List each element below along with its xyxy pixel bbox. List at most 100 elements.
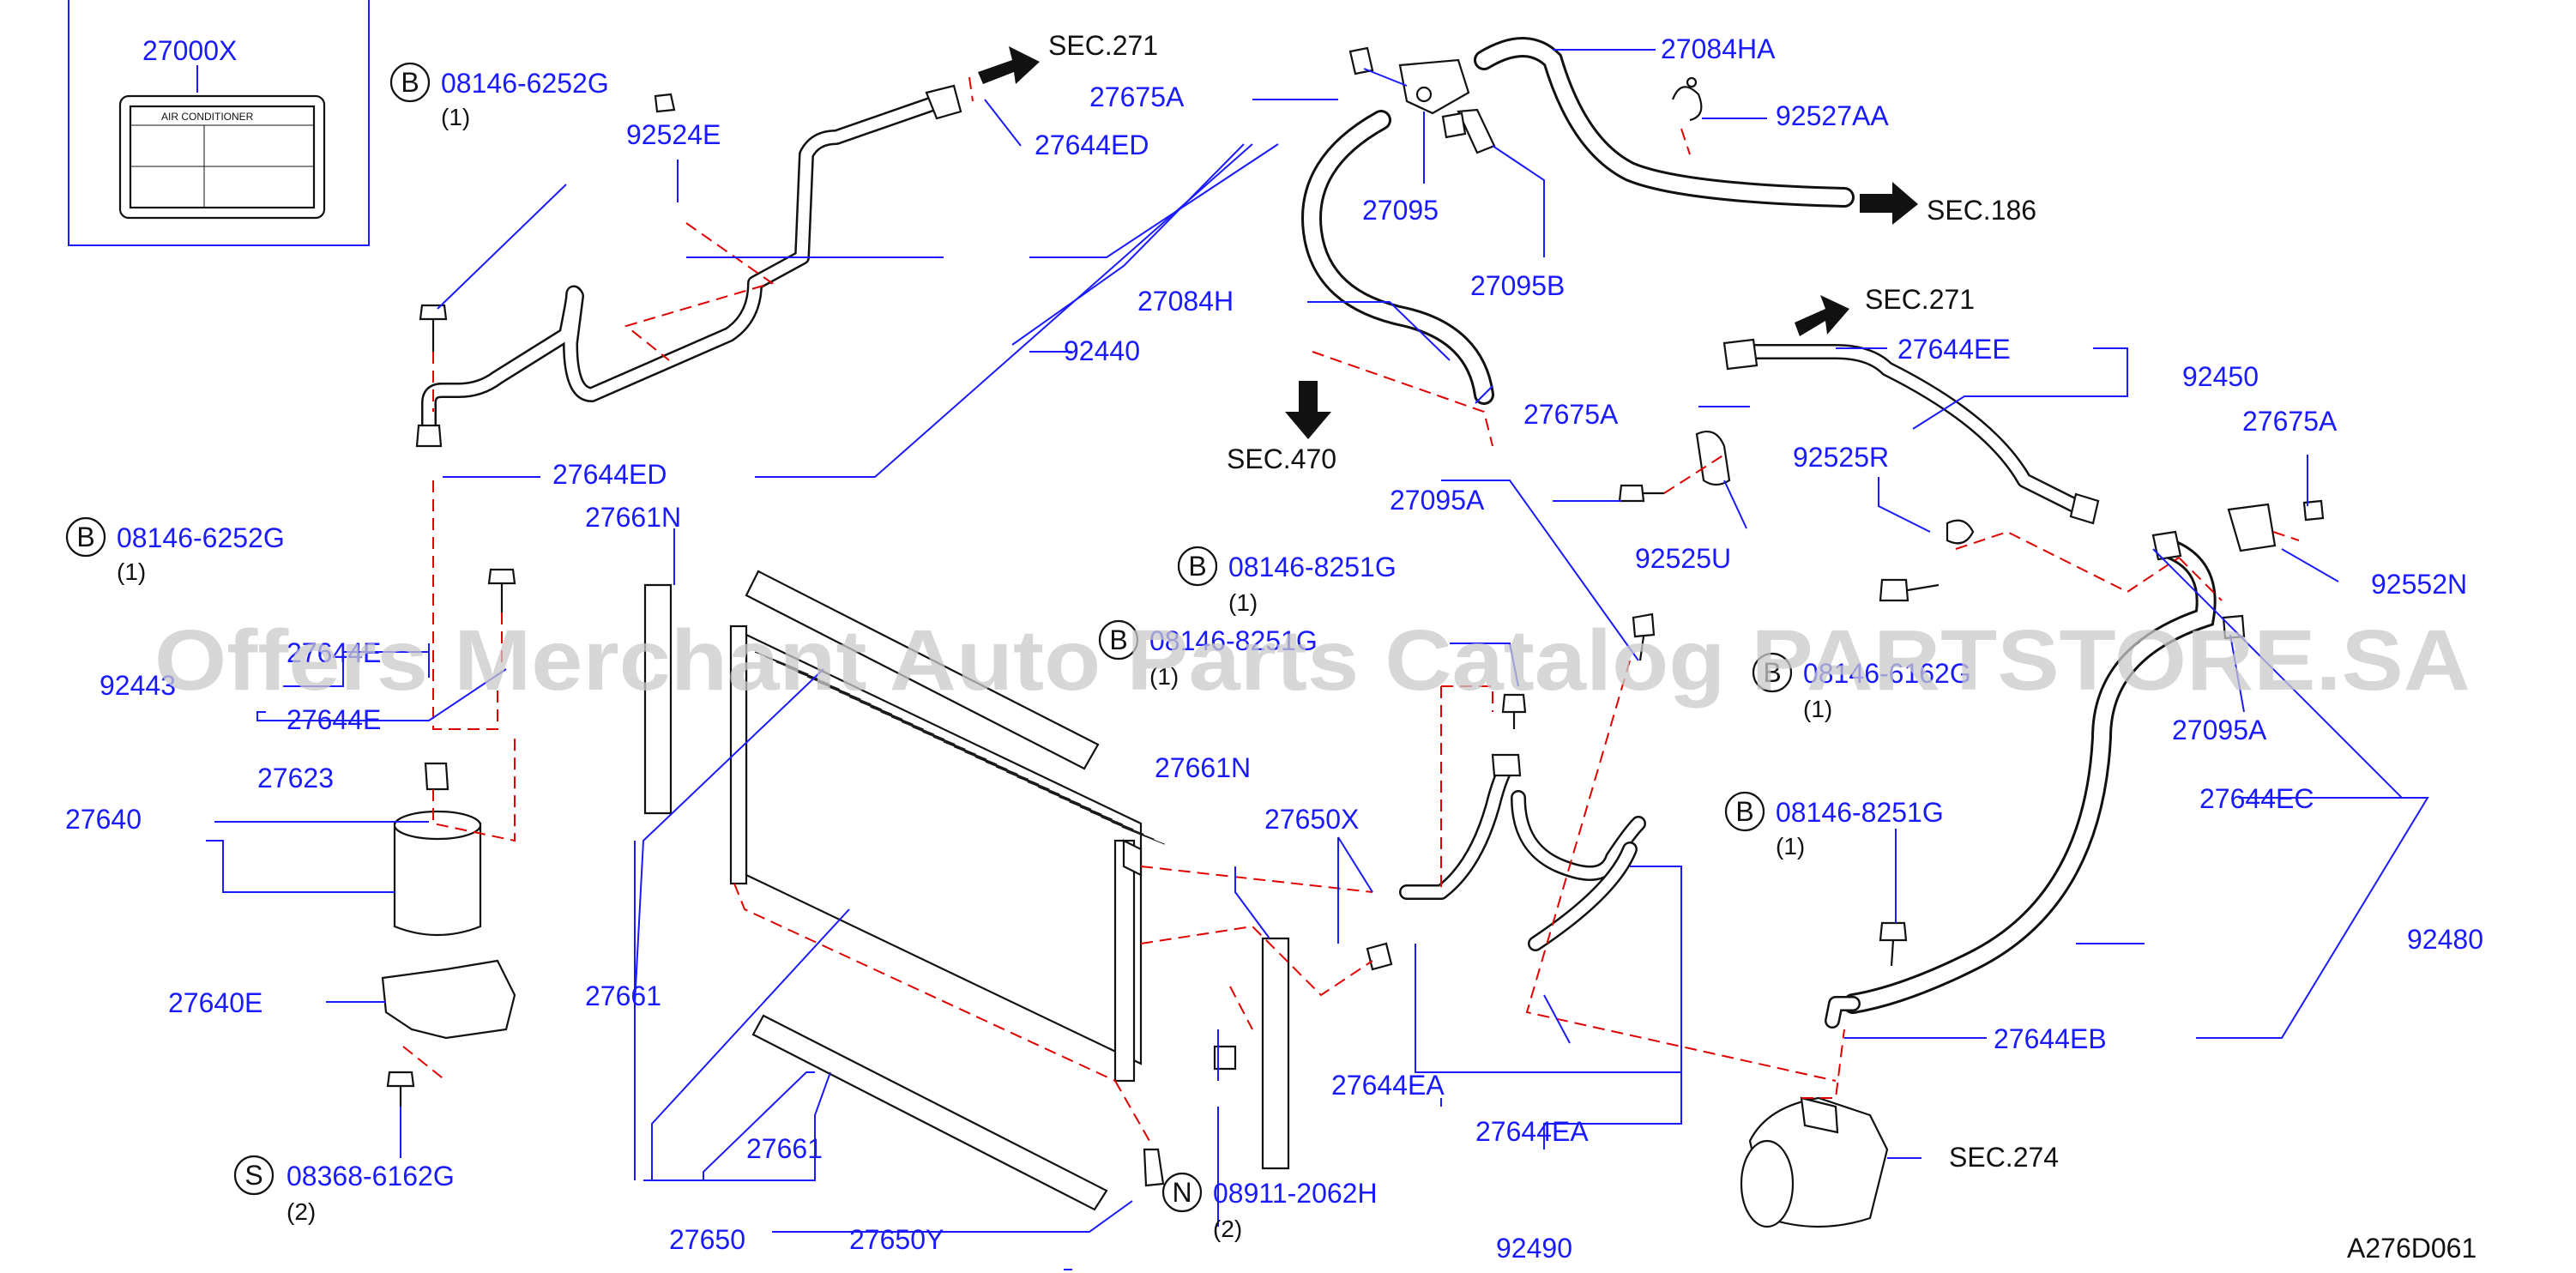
label-27084HA: 27084HA <box>1661 33 1776 64</box>
label-27675A-mid: 27675A <box>1523 399 1619 430</box>
callout-b3: B 08146-8251G (1) <box>1177 546 1397 616</box>
bolt-code-b5: 08146-6162G <box>1803 658 1971 689</box>
label-27644EB: 27644EB <box>1994 1023 2107 1054</box>
bolt-code-b6: 08146-8251G <box>1776 797 1944 828</box>
label-27000X: 27000X <box>142 35 237 66</box>
label-27084H: 27084H <box>1137 286 1234 317</box>
callout-b4: B 08146-8251G (1) <box>1098 619 1318 690</box>
label-92443: 92443 <box>100 670 176 701</box>
label-27644E-lower: 27644E <box>287 704 381 735</box>
ac-label-plate-group: AIR CONDITIONER <box>68 0 370 246</box>
label-92450: 92450 <box>2182 361 2259 392</box>
arrow-sec271-a <box>978 46 1040 84</box>
arrow-sec470 <box>1285 381 1331 439</box>
label-92525U: 92525U <box>1635 543 1731 574</box>
svg-text:B: B <box>1188 551 1206 582</box>
compressor <box>1740 1096 1889 1228</box>
bracket-27640E <box>381 959 516 1040</box>
svg-text:(2): (2) <box>1213 1216 1242 1242</box>
callout-b1: B 08146-6252G (1) <box>389 62 609 130</box>
pipe-92450 <box>1695 338 2277 552</box>
svg-text:B: B <box>1763 657 1781 688</box>
label-27644ED-lower: 27644ED <box>552 459 667 490</box>
label-27661-bottom: 27661 <box>746 1133 823 1164</box>
label-27661N-left: 27661N <box>585 502 681 533</box>
fasteners <box>386 93 2325 1187</box>
sec-271-right: SEC.271 <box>1865 284 1975 315</box>
label-27644EC: 27644EC <box>2199 783 2314 814</box>
label-27650: 27650 <box>669 1224 745 1255</box>
sensor-27623 <box>424 762 449 791</box>
section-arrows <box>978 46 1918 439</box>
bolt-callouts: B 08146-6252G (1) B 08146-6252G (1) B 08… <box>65 62 1971 1242</box>
svg-text:B: B <box>76 522 94 552</box>
callout-s1: S 08368-6162G (2) <box>233 1155 455 1225</box>
clip-92525U <box>1695 431 1731 486</box>
label-92525R: 92525R <box>1793 442 1889 473</box>
bolt-code-b1: 08146-6252G <box>441 68 609 99</box>
label-27095: 27095 <box>1362 195 1439 226</box>
hose-92480 <box>1825 530 2217 1029</box>
svg-text:(1): (1) <box>1228 589 1258 616</box>
svg-text:(1): (1) <box>1776 833 1805 860</box>
label-27650X: 27650X <box>1264 804 1359 835</box>
bolt-code-b2: 08146-6252G <box>117 522 285 553</box>
svg-text:(1): (1) <box>117 558 146 585</box>
part-labels: 27000X 92524E 27644ED 92440 27644ED 2767… <box>65 33 2483 1264</box>
diagram-code: A276D061 <box>2347 1233 2476 1264</box>
sec-470: SEC.470 <box>1227 443 1336 474</box>
plate-caption: AIR CONDITIONER <box>161 111 254 123</box>
label-27675A-right: 27675A <box>2242 406 2338 437</box>
sec-186: SEC.186 <box>1927 195 2036 226</box>
svg-text:N: N <box>1172 1177 1191 1208</box>
sec-271-top: SEC.271 <box>1048 30 1158 61</box>
label-27095A-mid: 27095A <box>1390 485 1485 516</box>
svg-text:B: B <box>1735 796 1753 827</box>
label-27650Y: 27650Y <box>849 1224 944 1255</box>
label-27095A-right: 27095A <box>2172 715 2267 745</box>
svg-text:(1): (1) <box>1149 663 1179 690</box>
label-92490: 92490 <box>1496 1233 1572 1264</box>
label-27095B: 27095B <box>1470 270 1565 301</box>
condenser-27650 <box>729 624 1165 1083</box>
svg-text:B: B <box>1109 624 1127 655</box>
label-27623: 27623 <box>257 763 334 793</box>
label-27644E-upper: 27644E <box>287 637 381 668</box>
watermark-text: Offers Merchant Auto Parts Catalog PARTS… <box>154 612 2470 709</box>
callout-b6: B 08146-8251G (1) <box>1724 791 1944 860</box>
bolt-code-b3: 08146-8251G <box>1228 552 1397 582</box>
leader-lines <box>206 49 2429 1270</box>
pipe-92440 <box>415 84 962 448</box>
section-labels: SEC.271 SEC.186 SEC.470 SEC.271 SEC.274 … <box>1048 30 2476 1264</box>
bolt-code-n1: 08911-2062H <box>1213 1178 1378 1209</box>
svg-text:(1): (1) <box>1803 696 1832 722</box>
svg-text:(1): (1) <box>441 104 470 130</box>
label-27640: 27640 <box>65 804 142 835</box>
label-27661-left: 27661 <box>585 980 661 1011</box>
label-27675A-top: 27675A <box>1089 81 1185 112</box>
callout-n1: N 08911-2062H (2) <box>1161 1172 1378 1242</box>
bolt-code-b4: 08146-8251G <box>1149 625 1318 656</box>
label-27640E: 27640E <box>168 987 262 1018</box>
receiver-drier-27640 <box>381 762 516 1040</box>
label-92524E: 92524E <box>626 119 721 150</box>
label-92480: 92480 <box>2407 924 2483 955</box>
svg-text:S: S <box>244 1160 262 1191</box>
label-27644EE: 27644EE <box>1897 334 2011 365</box>
arrow-sec271-b <box>1795 295 1849 336</box>
sec-274: SEC.274 <box>1949 1142 2059 1173</box>
svg-text:(2): (2) <box>287 1198 316 1225</box>
seals-27661 <box>643 570 1290 1211</box>
label-92440: 92440 <box>1064 335 1140 366</box>
label-27644EA-left: 27644EA <box>1331 1070 1445 1101</box>
clip-92525R <box>1946 519 1975 545</box>
arrow-sec186 <box>1860 182 1918 225</box>
label-92527AA: 92527AA <box>1776 100 1889 131</box>
dashed-assembly-lines <box>402 76 2300 1142</box>
callout-b5: B 08146-6162G (1) <box>1752 652 1971 722</box>
bolt-code-s1: 08368-6162G <box>287 1161 455 1192</box>
hose-27084H <box>1301 37 1855 405</box>
svg-text:B: B <box>401 67 419 98</box>
callout-b2: B 08146-6252G (1) <box>65 516 285 585</box>
